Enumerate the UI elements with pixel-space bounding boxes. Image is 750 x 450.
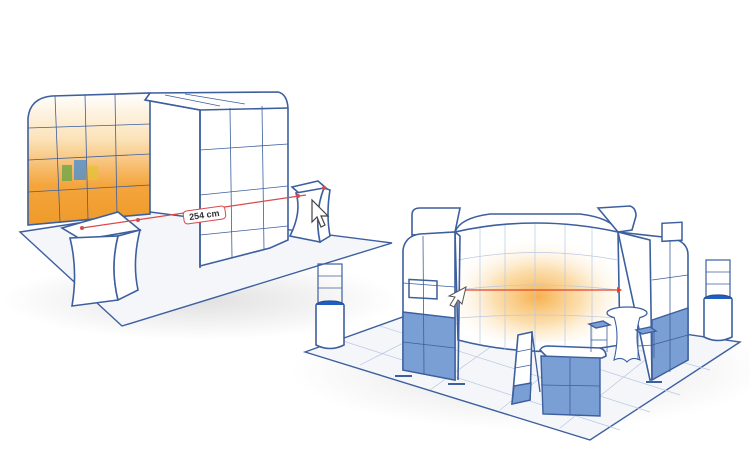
display-tower-left (315, 263, 345, 350)
right-booth (290, 205, 750, 441)
left-tower (395, 231, 465, 385)
info-counter (539, 345, 607, 417)
display-tower-right (703, 259, 733, 342)
left-counter (60, 211, 142, 307)
high-table (606, 306, 648, 363)
left-booth (0, 91, 400, 340)
brochure-stand (511, 331, 541, 406)
cursor-icon-2 (447, 286, 467, 308)
center-tower (143, 91, 289, 268)
stool-right (634, 326, 658, 360)
cursor-icon (311, 198, 330, 228)
right-tower (616, 221, 689, 383)
stool-left (587, 320, 612, 352)
right-counter (288, 180, 331, 244)
